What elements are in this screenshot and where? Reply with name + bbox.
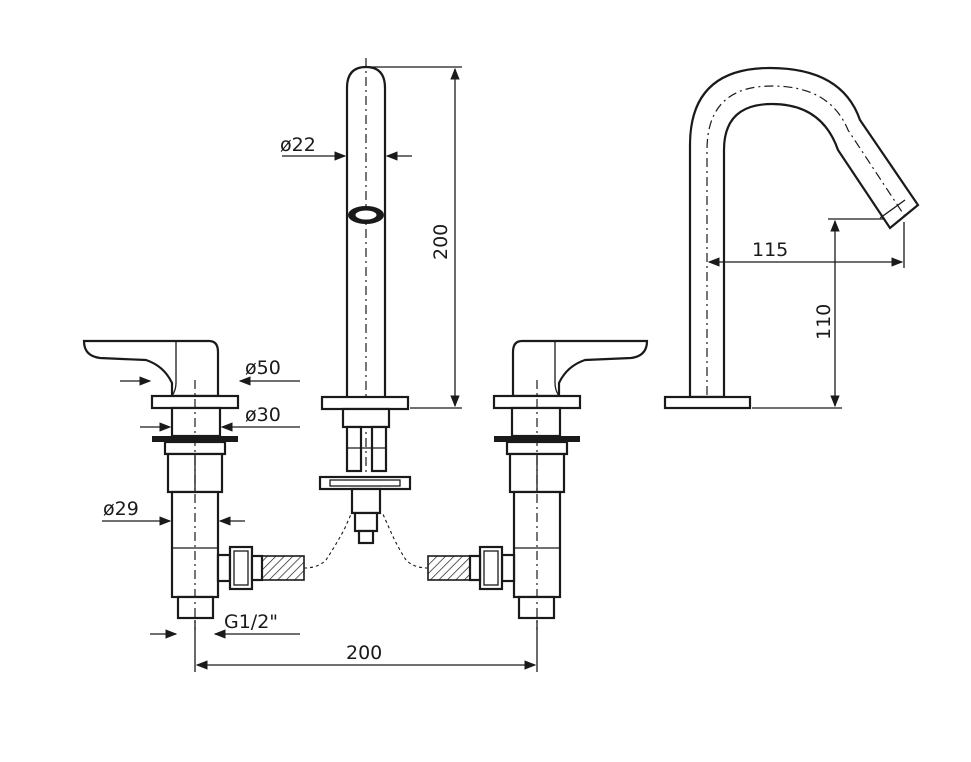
- dim-handle-body-diameter: ø30: [140, 404, 300, 432]
- spout-side-view: [663, 66, 920, 410]
- spout-front-view: [318, 58, 412, 545]
- right-handle-valve: [381, 339, 649, 630]
- dim-handle-base-diameter-label: ø50: [245, 357, 281, 379]
- dim-spout-diameter-label: ø22: [280, 134, 316, 156]
- dim-valve-body-diameter: ø29: [102, 498, 245, 526]
- left-handle-valve: [82, 339, 353, 630]
- dim-handle-base-diameter: ø50: [120, 357, 300, 386]
- dim-centre-spacing: 200: [194, 620, 538, 672]
- dim-spout-reach: 115: [707, 222, 905, 268]
- aerator-outlet: [348, 206, 384, 224]
- dim-valve-body-diameter-label: ø29: [103, 498, 139, 520]
- dim-handle-body-diameter-label: ø30: [245, 404, 281, 426]
- dim-spout-height: 200: [368, 66, 462, 409]
- dim-spout-diameter: ø22: [280, 134, 412, 161]
- dim-spout-outlet-height-label: 110: [813, 304, 835, 340]
- dim-spout-reach-label: 115: [752, 239, 788, 261]
- dim-centre-spacing-label: 200: [346, 642, 382, 664]
- dim-connection-thread-label: G1/2": [224, 611, 278, 633]
- dim-connection-thread: G1/2": [150, 611, 300, 639]
- dim-spout-height-label: 200: [430, 224, 452, 260]
- dim-spout-outlet-height: 110: [752, 218, 885, 409]
